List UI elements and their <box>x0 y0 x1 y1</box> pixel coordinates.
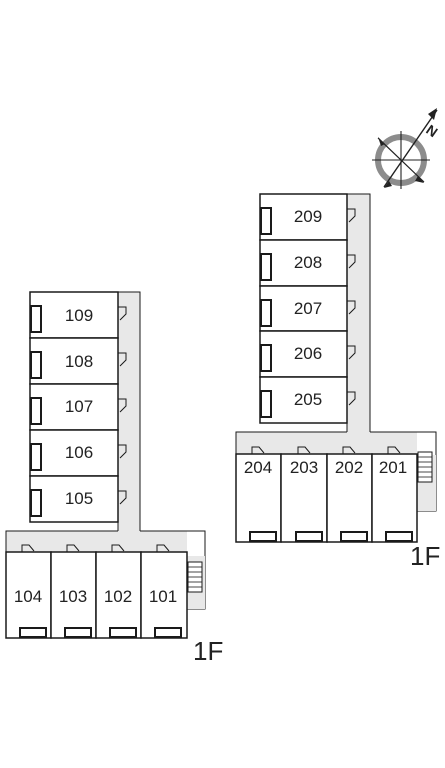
building-2: 209 208 207 206 205 <box>235 193 440 571</box>
room-104: 104 <box>5 544 52 639</box>
room-109: 109 <box>29 291 127 339</box>
door-icon <box>118 306 127 321</box>
room-102: 102 <box>95 544 142 639</box>
door-icon <box>66 544 80 552</box>
room-204: 204 <box>235 446 282 543</box>
walkway-vertical <box>346 193 371 435</box>
room-107: 107 <box>29 383 127 431</box>
room-201: 201 <box>371 446 418 543</box>
door-icon <box>156 544 170 552</box>
room-number: 108 <box>65 352 93 371</box>
room-108: 108 <box>29 337 127 385</box>
door-icon <box>111 544 125 552</box>
room-number: 208 <box>294 253 322 272</box>
stairs-icon <box>187 561 203 593</box>
room-number: 202 <box>335 458 363 477</box>
room-number: 106 <box>65 443 93 462</box>
floor-label: 1F <box>410 541 440 571</box>
north-arrow-compass-icon: N <box>372 108 441 189</box>
room-number: 104 <box>14 587 42 606</box>
room-202: 202 <box>326 446 373 543</box>
building-1: 109 108 107 106 105 <box>5 291 223 666</box>
walkway-horizontal <box>236 432 417 455</box>
room-209: 209 <box>259 193 356 241</box>
floor-label: 1F <box>193 636 223 666</box>
door-icon <box>347 208 356 223</box>
room-206: 206 <box>259 330 356 378</box>
room-number: 102 <box>104 587 132 606</box>
room-103: 103 <box>50 544 97 639</box>
door-icon <box>118 398 127 413</box>
compass-north-letter: N <box>423 121 440 140</box>
room-101: 101 <box>140 544 188 639</box>
room-number: 201 <box>379 458 407 477</box>
room-number: 209 <box>294 207 322 226</box>
door-icon <box>342 446 356 454</box>
room-number: 109 <box>65 306 93 325</box>
room-number: 105 <box>65 489 93 508</box>
room-207: 207 <box>259 285 356 332</box>
door-icon <box>347 300 356 315</box>
room-106: 106 <box>29 429 127 477</box>
door-icon <box>347 345 356 360</box>
room-205: 205 <box>259 376 356 424</box>
room-105: 105 <box>29 475 127 523</box>
room-number: 205 <box>294 390 322 409</box>
door-icon <box>387 446 401 454</box>
door-icon <box>297 446 311 454</box>
room-number: 204 <box>244 458 272 477</box>
room-208: 208 <box>259 239 356 287</box>
walkway-vertical <box>117 291 141 535</box>
room-number: 203 <box>290 458 318 477</box>
stairs-icon <box>417 451 433 483</box>
room-number: 103 <box>59 587 87 606</box>
room-number: 206 <box>294 344 322 363</box>
door-icon <box>347 391 356 406</box>
room-203: 203 <box>280 446 328 543</box>
room-number: 207 <box>294 299 322 318</box>
room-number: 107 <box>65 397 93 416</box>
door-icon <box>118 490 127 505</box>
door-icon <box>118 352 127 367</box>
room-number: 101 <box>149 587 177 606</box>
door-icon <box>21 544 35 552</box>
door-icon <box>347 254 356 269</box>
door-icon <box>251 446 265 454</box>
door-icon <box>118 444 127 459</box>
